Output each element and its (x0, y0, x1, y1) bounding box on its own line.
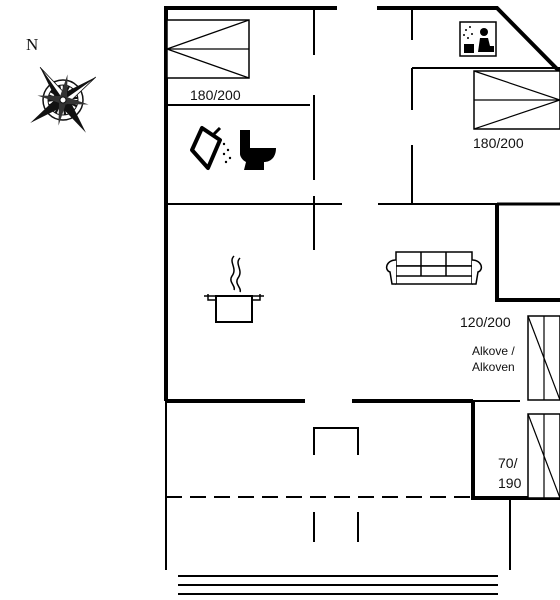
alcove-bed-size: 120/200 (460, 314, 511, 330)
bed-icon (473, 70, 560, 130)
north-label: N (26, 35, 38, 54)
sauna-icon (459, 21, 497, 57)
shower-icon (190, 126, 232, 170)
compass-rose-icon (30, 66, 97, 133)
sofa-icon (385, 251, 483, 285)
toilet-icon (240, 130, 276, 170)
bedroom-1-bed-size: 180/200 (190, 87, 241, 103)
bedroom-2-bed-size: 180/200 (473, 135, 524, 151)
bed-icon (527, 413, 560, 499)
alcove-label-line2: Alkoven (472, 360, 515, 374)
bed-icon (527, 315, 560, 401)
alcove-label-line1: Alkove / (472, 344, 515, 358)
small-bed-size-line1: 70/ (498, 455, 518, 471)
cooking-pot-icon (204, 255, 264, 323)
bed-icon (166, 19, 250, 79)
small-bed-size-line2: 190 (498, 475, 522, 491)
